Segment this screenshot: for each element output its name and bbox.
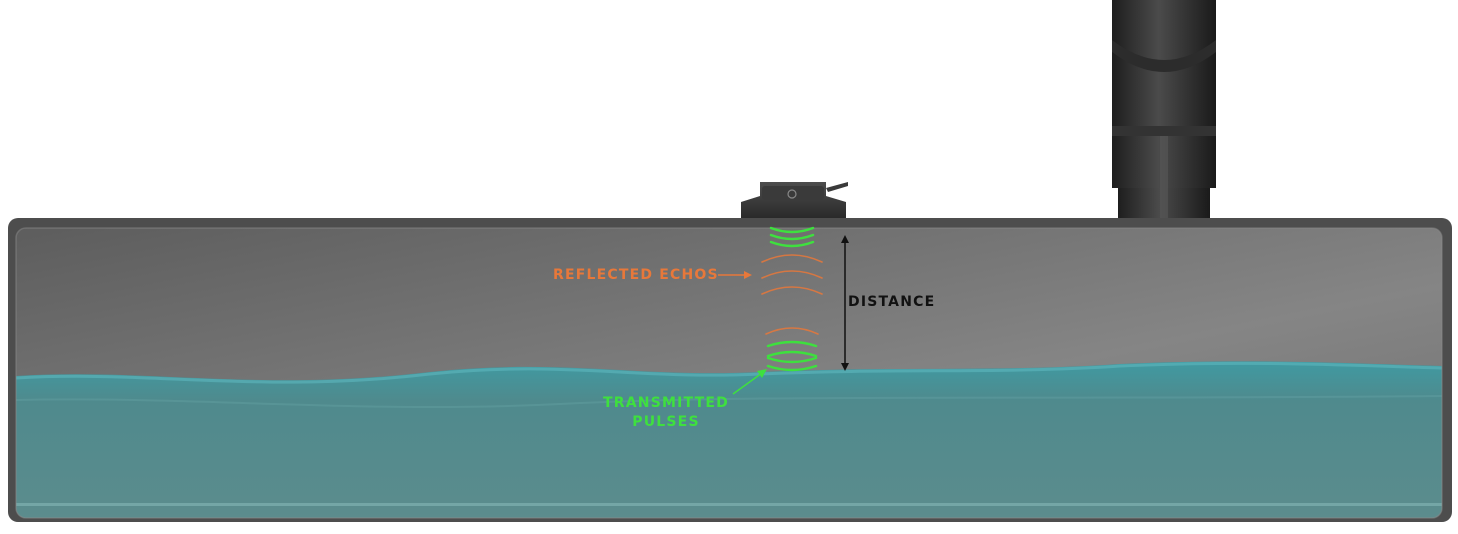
inlet-pipe-icon: [1112, 0, 1216, 220]
reflected-echos-label: REFLECTED ECHOS: [553, 267, 719, 283]
distance-arrow: [841, 235, 849, 371]
reflected-echo-arcs-lower: [765, 327, 819, 335]
water-body: [16, 361, 1442, 518]
distance-label: DISTANCE: [848, 294, 936, 310]
transmitted-pulse-arcs-top: [769, 226, 815, 248]
reflected-echo-arcs-upper: [761, 254, 823, 295]
reflected-echo-arrow: [718, 271, 752, 279]
transmitted-label-line1: TRANSMITTED: [603, 395, 729, 411]
transmitted-pulse-arcs-bottom: [766, 340, 818, 372]
transmitted-pulse-arrow: [732, 369, 767, 395]
ultrasonic-sensor-icon: [741, 182, 848, 218]
transmitted-pulses-label: TRANSMITTED PULSES: [576, 394, 756, 432]
water-surface-highlight: [16, 361, 1442, 384]
transmitted-label-line2: PULSES: [632, 414, 700, 430]
